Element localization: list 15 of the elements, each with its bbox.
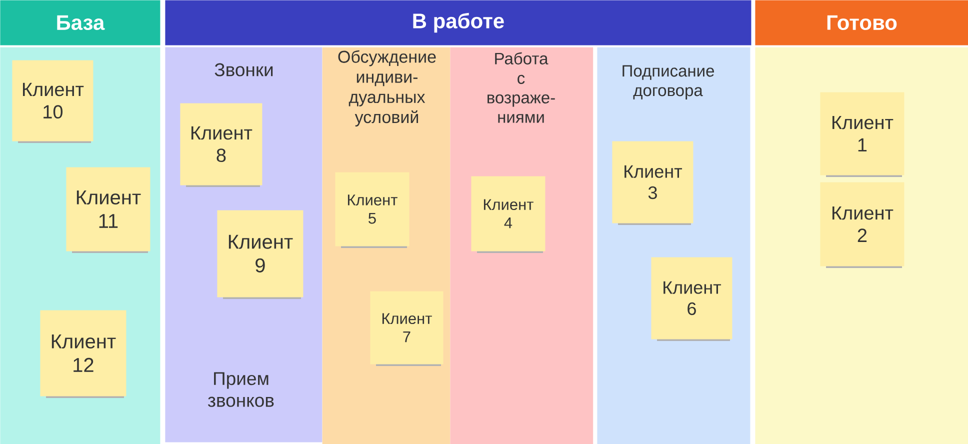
sticky-note: Клиент 8 xyxy=(180,103,262,187)
sticky-note: Клиент 1 xyxy=(820,92,904,177)
column-header: Готово xyxy=(755,0,968,46)
column-header: В работе xyxy=(165,0,752,46)
sticky-note: Клиент 5 xyxy=(335,172,410,248)
sticky-note: Клиент 10 xyxy=(12,60,94,143)
sticky-note: Клиент 12 xyxy=(40,310,126,398)
sticky-note: Клиент 11 xyxy=(66,167,150,253)
sticky-note: Клиент 3 xyxy=(612,141,694,225)
sticky-note: Клиент 2 xyxy=(820,182,904,268)
sticky-note: Клиент 4 xyxy=(471,176,546,253)
sticky-note: Клиент 9 xyxy=(217,210,304,299)
sticky-note: Клиент 7 xyxy=(370,291,444,366)
column-header: База xyxy=(0,0,160,46)
sticky-note: Клиент 6 xyxy=(651,257,732,341)
